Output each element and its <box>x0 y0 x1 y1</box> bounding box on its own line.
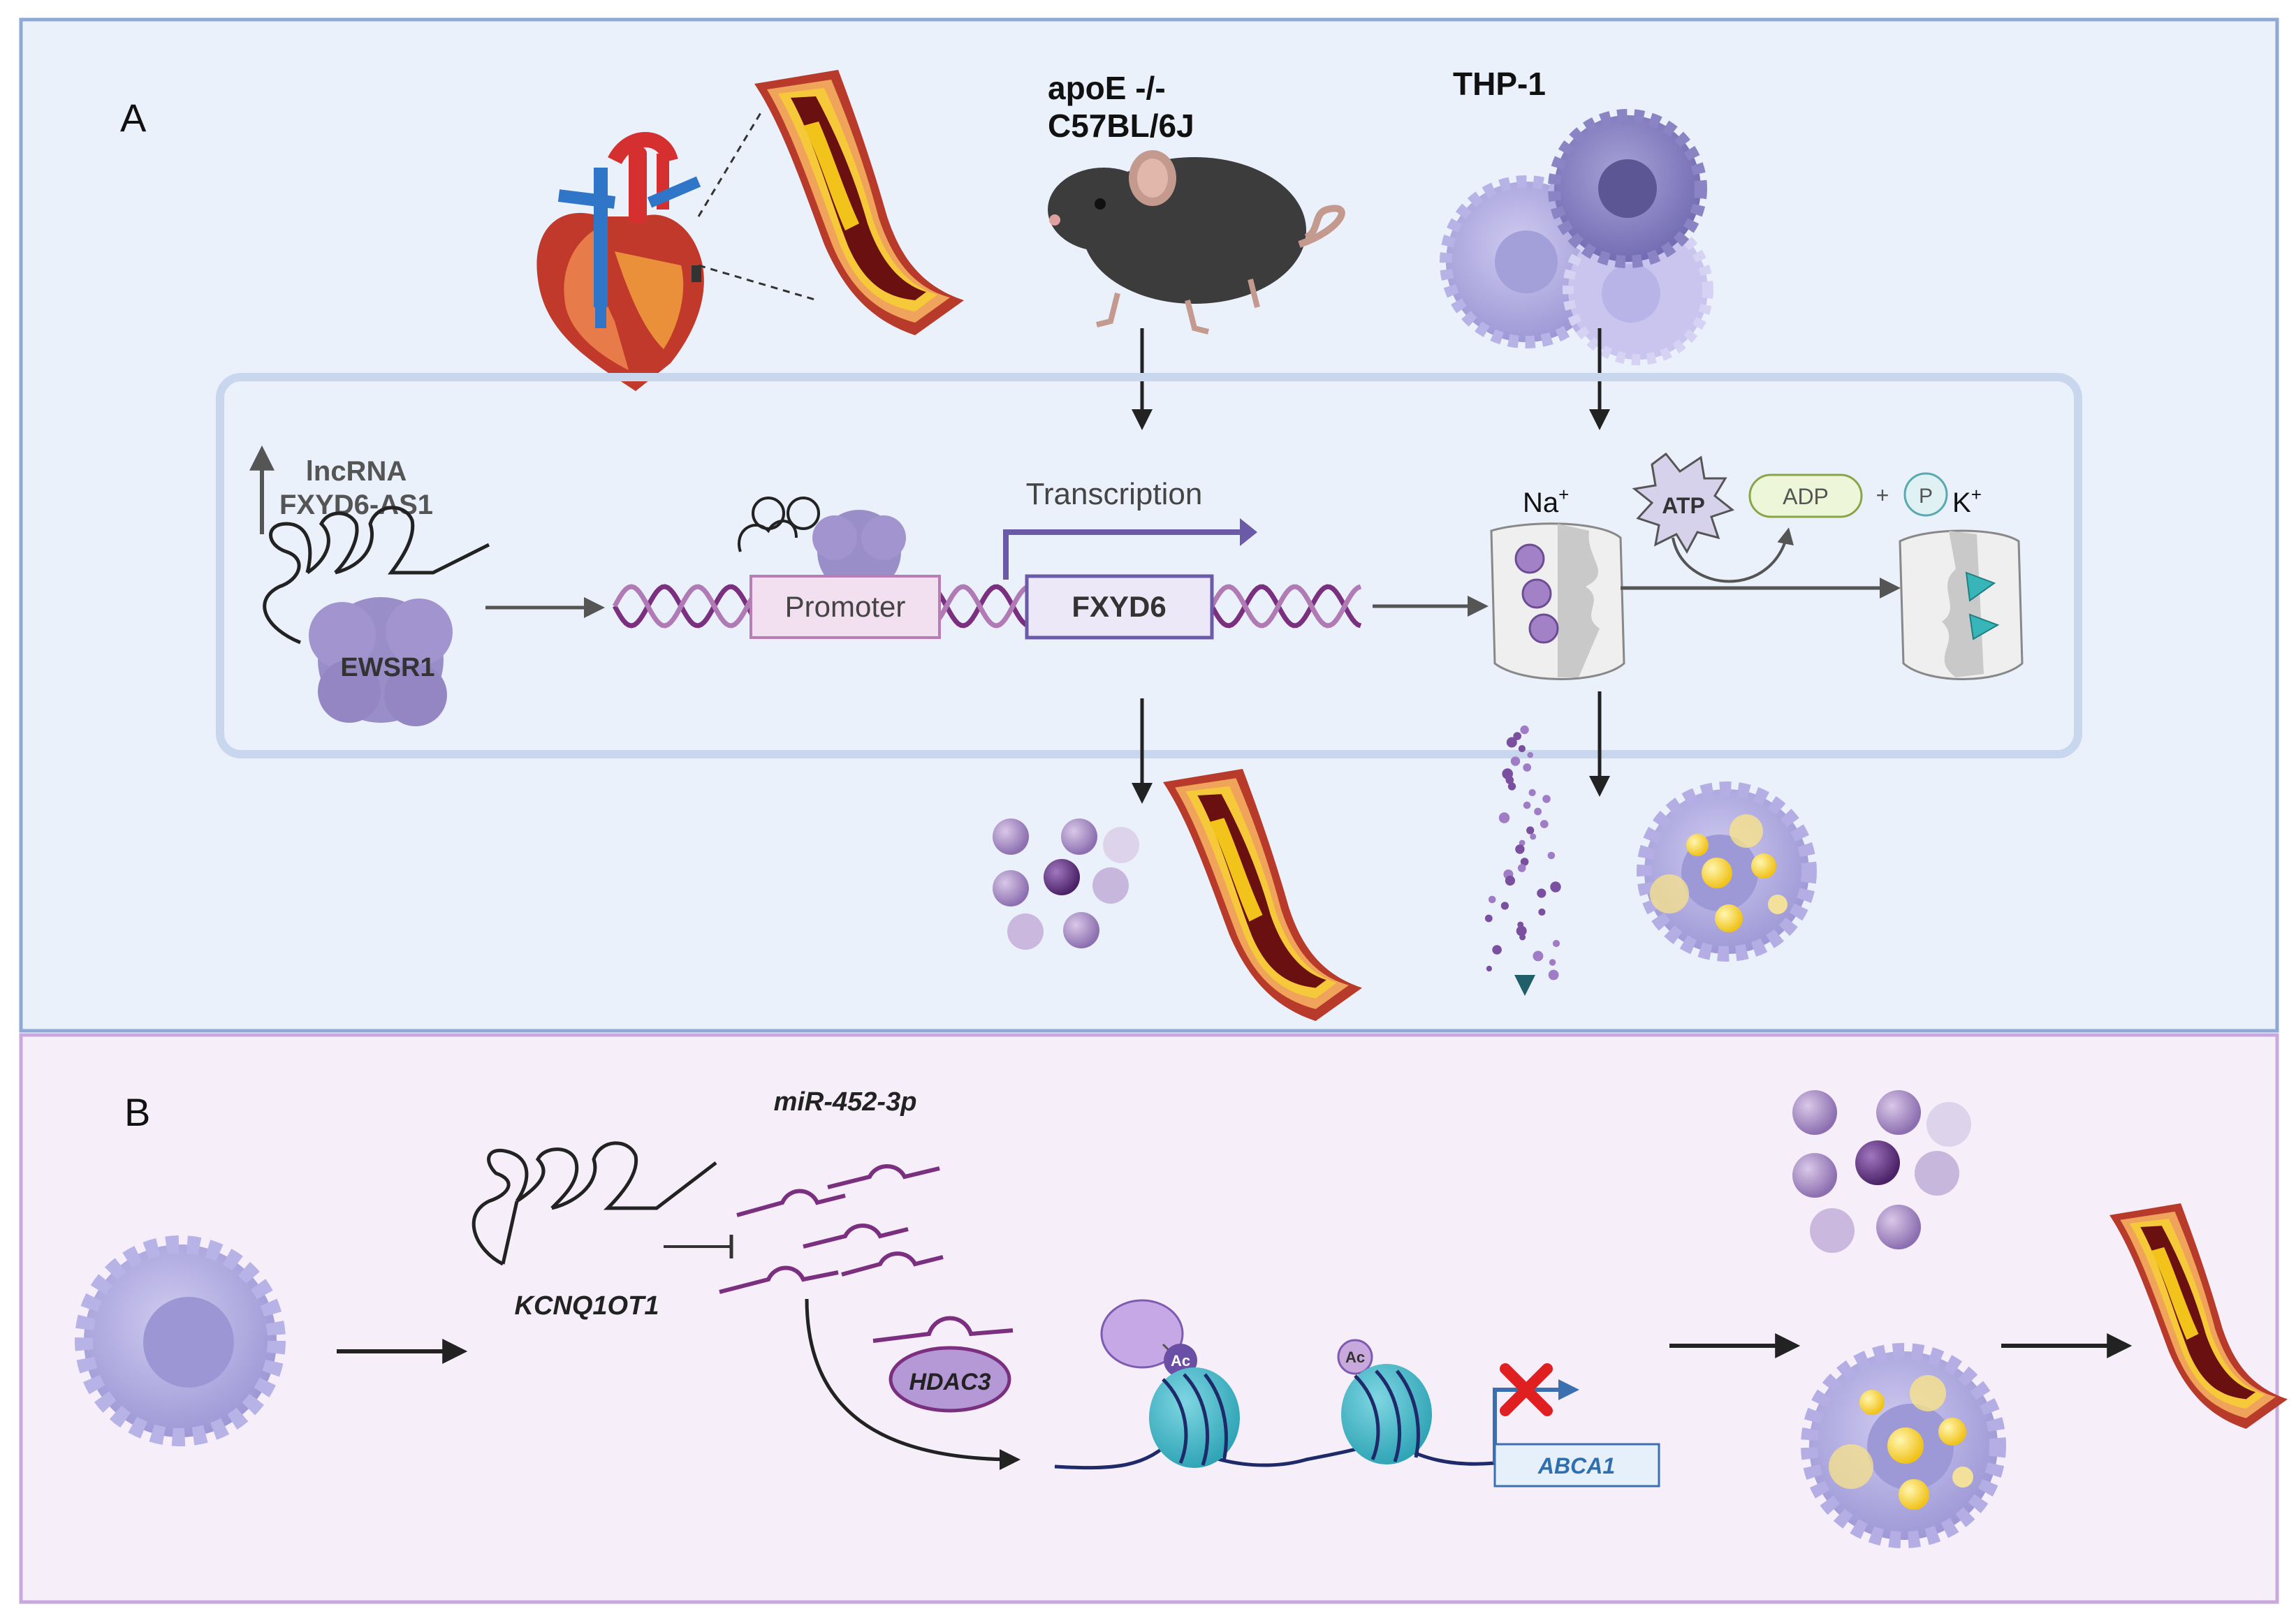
atp-starburst-icon <box>1632 452 1735 555</box>
abca1-tss-arrow <box>1493 1379 1579 1463</box>
mirna-strands <box>719 1164 944 1294</box>
ion-dot <box>1507 782 1516 791</box>
zoom-line-bottom <box>698 264 818 302</box>
hdac3-complex-icon <box>872 1316 1014 1413</box>
ion-dot <box>1537 888 1546 898</box>
na-superscript: + <box>1558 484 1569 505</box>
hdac3-label: HDAC3 <box>909 1369 990 1395</box>
foam-cell-b-icon <box>1801 1343 2006 1548</box>
ion-dot <box>1530 833 1537 840</box>
ion-dot <box>1488 895 1496 904</box>
nucleosome-1-icon <box>1149 1367 1240 1468</box>
ewsr1-protein-icon <box>309 597 453 726</box>
ion-dot <box>1549 959 1556 966</box>
ion-dot <box>1528 788 1536 797</box>
ac-label-1: Ac <box>1171 1352 1190 1369</box>
ion-dot <box>1506 737 1517 748</box>
ion-dot <box>1527 751 1533 758</box>
mirna-to-chromatin-arrow <box>805 1298 1021 1470</box>
ion-dot <box>1548 969 1559 981</box>
ion-dot <box>1538 908 1546 916</box>
ion-dot <box>1486 965 1492 972</box>
heart-icon <box>536 132 704 391</box>
na-label: Na+ <box>1523 484 1569 518</box>
mouse-label-line2: C57BL/6J <box>1048 108 1194 144</box>
kcnq1ot1-label: KCNQ1OT1 <box>515 1291 659 1321</box>
ion-dot <box>1552 939 1560 948</box>
ion-dot <box>1526 826 1535 835</box>
ion-dot <box>1547 851 1556 860</box>
mechanism-box <box>216 373 2082 758</box>
k-text: K <box>1952 487 1971 518</box>
ion-dot <box>1500 902 1509 910</box>
lipid-particles-a <box>993 818 1139 950</box>
foam-cell-a-icon <box>1637 781 1817 962</box>
ion-dot <box>1550 881 1561 893</box>
panel-a-letter: A <box>120 96 147 140</box>
ion-dot <box>1542 795 1551 803</box>
ion-dot <box>1515 844 1525 854</box>
transcription-arrowhead <box>1240 518 1257 546</box>
transcription-arrow <box>1003 529 1240 580</box>
ac-label-2: Ac <box>1345 1349 1365 1366</box>
zoom-line-top <box>697 111 763 217</box>
phosphate-circle <box>1903 472 1948 517</box>
nucleosome-2-icon <box>1341 1364 1432 1464</box>
pump-open-outside-icon <box>1899 529 2024 680</box>
ion-dot <box>1505 776 1514 784</box>
lipid-particles-b <box>1792 1090 1971 1253</box>
thp1-cell-cluster <box>1440 109 1713 365</box>
k-label: K+ <box>1952 484 1982 518</box>
ewsr1-label: EWSR1 <box>340 653 434 682</box>
ion-dot <box>1520 725 1529 735</box>
ion-dot <box>1534 807 1542 816</box>
panel-b-letter: B <box>124 1090 150 1134</box>
na-text: Na <box>1523 487 1559 518</box>
ion-dot <box>1540 820 1549 828</box>
ion-dot <box>1513 732 1521 740</box>
dna-double-helix <box>612 584 1362 629</box>
lncrna-hairpin-icon <box>263 506 490 645</box>
adp-label: ADP <box>1783 484 1829 509</box>
kcnq1ot1-hairpin-icon <box>471 1141 717 1266</box>
ion-dot <box>1492 945 1502 955</box>
ion-dot <box>1498 812 1510 823</box>
atp-hydrolysis-curve <box>1672 527 1794 583</box>
mouse-label-line1: apoE -/- <box>1048 70 1166 106</box>
ion-dot <box>1510 756 1521 766</box>
promoter-label: Promoter <box>785 590 906 623</box>
mirna-label: miR-452-3p <box>774 1087 917 1117</box>
promoter-box <box>750 575 941 639</box>
monocyte-cell-icon <box>75 1235 286 1446</box>
abca1-gene-box <box>1493 1443 1660 1488</box>
ac-enzyme-icon <box>1100 1299 1197 1377</box>
mouse-icon <box>1048 150 1345 335</box>
promoter-bound-complex-icon <box>738 497 906 594</box>
fxyd6-gene-box <box>1025 574 1214 640</box>
ion-dot <box>1484 914 1493 923</box>
cell-line-label: THP-1 <box>1453 66 1546 102</box>
ion-dot <box>1505 875 1515 886</box>
k-superscript: + <box>1971 484 1982 505</box>
phosphate-label: P <box>1919 485 1933 508</box>
blocked-cross-icon <box>1500 1363 1553 1416</box>
lncrna-label-line1: lncRNA <box>306 456 407 487</box>
transcription-label: Transcription <box>1026 477 1203 511</box>
ion-dot <box>1533 950 1544 962</box>
adp-pill <box>1748 473 1863 518</box>
atp-label: ATP <box>1662 493 1705 518</box>
fxyd6-gene-label: FXYD6 <box>1072 590 1166 623</box>
plus-label: + <box>1876 483 1889 508</box>
pump-closed-inside-icon <box>1490 522 1625 680</box>
abca1-gene-label: ABCA1 <box>1537 1453 1615 1478</box>
